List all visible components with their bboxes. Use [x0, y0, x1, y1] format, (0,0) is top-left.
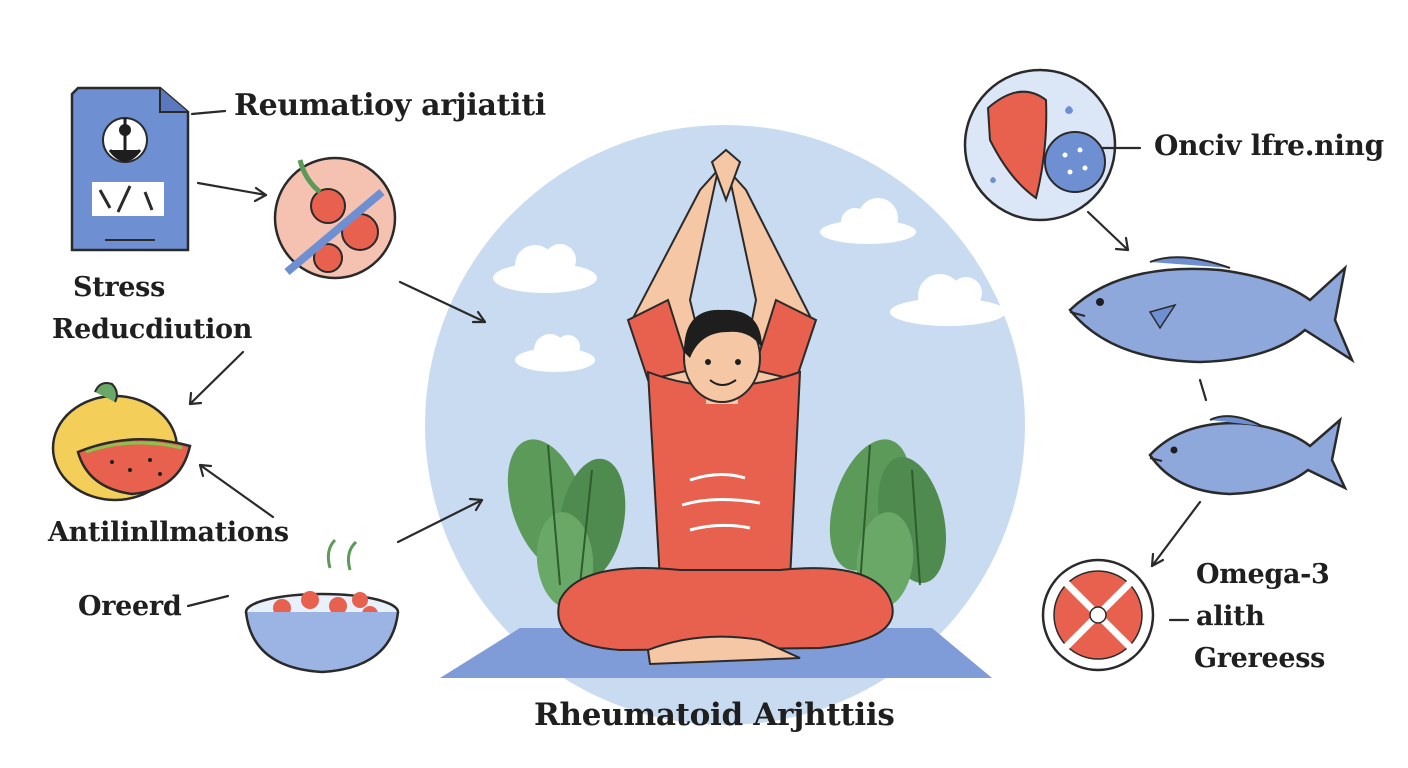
melon-icon [51, 382, 192, 502]
omega-slice-icon [1041, 558, 1155, 672]
no-tomato-icon [273, 156, 397, 280]
label-top-right: Onciv lfre.ning [1154, 129, 1384, 162]
meditating-person-icon [557, 148, 894, 666]
label-reduction: Reducdiution [52, 314, 253, 345]
label-alith: alith [1196, 601, 1265, 632]
label-antiinflammation: Antilinllmations [48, 517, 289, 548]
fish-icon [1068, 256, 1355, 364]
clipboard-icon [70, 86, 190, 252]
label-bottom-center: Rheumatoid Arjhttiis [534, 697, 895, 733]
label-ordered: Oreerd [78, 591, 182, 622]
leaf-icon [507, 439, 626, 608]
connector-lines [186, 109, 1208, 622]
label-stress: Stress [73, 272, 165, 303]
small-fish-icon [1148, 415, 1348, 496]
salmon-icon [963, 68, 1117, 222]
label-top-left: Reumatioy arjiatiti [234, 88, 546, 123]
label-omega: Omega-3 [1196, 559, 1330, 590]
cloud-icon [493, 244, 597, 293]
cloud-icon [515, 334, 595, 372]
center-scene [425, 125, 1025, 725]
bowl-icon [244, 538, 400, 674]
cloud-icon [820, 198, 916, 244]
label-greens: Grereess [1194, 643, 1326, 674]
cloud-icon [890, 274, 1006, 326]
